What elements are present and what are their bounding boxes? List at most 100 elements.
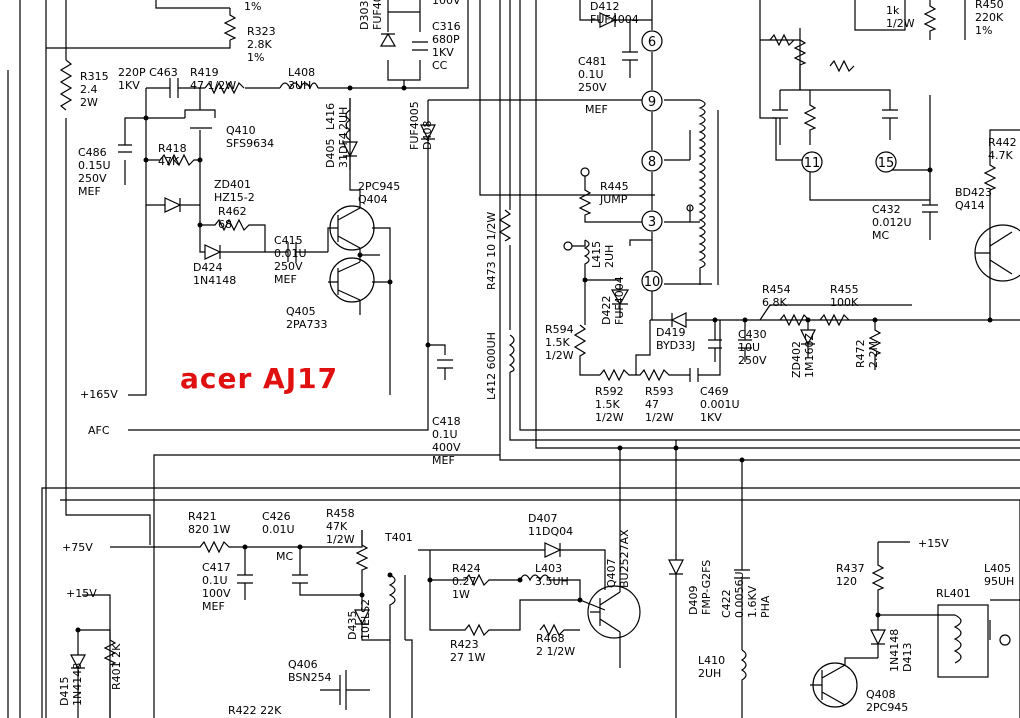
label-c481-line: C481 [578,55,607,68]
label-r594-line: 1/2W [545,349,574,362]
label-r468-line: 2 1/2W [536,645,575,658]
label-c432-line: MC [872,229,889,242]
pin-9-circle [641,90,663,112]
label-v165: +165V [80,388,118,401]
label-d409: D409FMP-G2FS [687,560,713,615]
label-zd402-line: ZD402 [790,341,803,378]
label-d413-line: 1N4148 [888,629,901,672]
label-r421-line: R421 [188,510,217,523]
label-mef_t: MEF [585,103,608,116]
label-r445-line: JUMP [599,193,628,206]
label-r323-line: R323 [247,25,276,38]
label-r423-line: R423 [450,638,479,651]
label-c415-line: MEF [274,273,297,286]
label-c418-line: C418 [432,415,461,428]
label-d303-line: FUF4004 [371,0,384,30]
label-c415-line: 0.01U [274,247,307,260]
brand-label: acer AJ17 [180,362,339,395]
label-r462-line: 68 [218,218,232,231]
label-c486-line: MEF [78,185,101,198]
label-v75: +75V [62,541,93,554]
label-bd423-line: BD423 [955,186,992,199]
label-d424-line: 1N4148 [193,274,236,287]
label-r458-line: R458 [326,507,355,520]
label-r458-line: 47K [326,520,348,533]
label-rl401-line: RL401 [936,587,971,600]
label-r442-line: 4.7K [988,149,1013,162]
label-c418-line: 400V [432,441,461,454]
label-c463-line: 220P C463 [118,66,178,79]
label-q408-line: 2PC945 [866,701,908,714]
label-l405-line: L405 [984,562,1011,575]
label-r437-line: R437 [836,562,865,575]
pin-11-label: 11 [804,156,821,171]
label-mc-line: MC [276,550,293,563]
label-d303-line: D303 [358,1,371,30]
label-l408-line: 3UH [288,79,311,92]
pin-11-circle [801,151,823,173]
label-c422-line: 1.6KV [746,585,759,618]
label-c430-line: C430 [738,328,767,341]
label-v75-line: +75V [62,541,93,554]
label-q410-line: Q410 [226,124,256,137]
label-v15a-line: +15V [66,587,97,600]
label-t401-line: T401 [384,531,413,544]
label-d424-line: D424 [193,261,222,274]
label-c486-line: C486 [78,146,107,159]
label-r315-line: 2W [80,96,98,109]
label-q405-line: Q405 [286,305,316,318]
pin-3-label: 3 [648,215,656,230]
label-r323-line: 2.8K [247,38,272,51]
label-v100-line: 100V [432,0,461,7]
label-v15b: +15V [918,537,949,550]
label-l408-line: L408 [288,66,315,79]
label-r458-line: 1/2W [326,533,355,546]
label-c481-line: 0.1U [578,68,604,81]
label-d415: D4151N4148 [58,663,84,706]
label-d408: FUF4005D408 [408,101,434,150]
label-c469-line: C469 [700,385,729,398]
label-k1-line: 1k [886,4,900,17]
label-r421-line: 820 1W [188,523,230,536]
label-l415-line: 2UH [603,245,616,268]
label-d405: D40531DF4 [324,132,350,168]
label-afc-line: AFC [88,424,110,437]
label-r593-line: 1/2W [645,411,674,424]
label-r424-line: 0.27 [452,575,477,588]
pin-15-circle [875,151,897,173]
label-v100: 100V [432,0,461,7]
label-r437-line: 120 [836,575,857,588]
label-d415-line: D415 [58,677,71,706]
pin-10-circle [641,270,663,292]
label-c426-line: C426 [262,510,291,523]
label-r450-line: R450 [975,0,1004,11]
label-l416-line: 2UH [337,107,350,130]
label-c486-line: 0.15U [78,159,111,172]
label-c432-line: 0.012U [872,216,912,229]
label-bd423-line: Q414 [955,199,985,212]
label-d409-line: FMP-G2FS [700,560,713,615]
label-r593-line: 47 [645,398,659,411]
